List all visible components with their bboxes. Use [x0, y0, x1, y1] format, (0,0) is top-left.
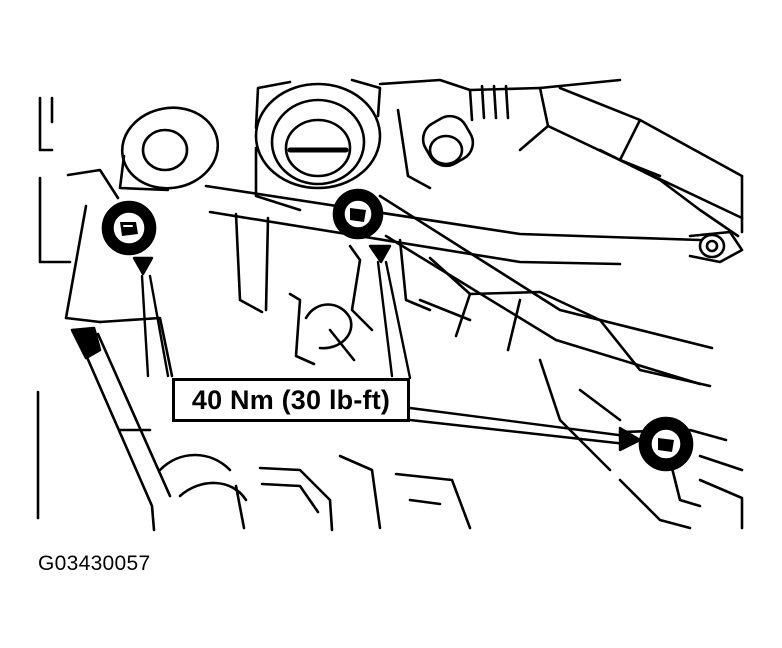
torque-callout-box: 40 Nm (30 lb-ft)	[172, 378, 410, 422]
arrow-to-center-bolt	[376, 260, 394, 378]
lower-left-casting	[70, 316, 472, 532]
arrow-to-center-bolt-side	[384, 260, 412, 380]
arrow-to-left-bolt-side	[148, 274, 170, 378]
callout-arrows	[132, 244, 642, 452]
arrow-head-center	[368, 244, 392, 264]
arrow-to-right-bolt	[408, 406, 628, 438]
bolt-center	[332, 188, 384, 240]
figure-id: G03430057	[38, 552, 151, 575]
center-mount-cylinder	[254, 78, 382, 212]
arrow-to-right-bolt-side	[408, 418, 628, 446]
upper-right-housing	[378, 78, 744, 238]
torque-label: 40 Nm (30 lb-ft)	[191, 384, 391, 415]
arrow-head-right	[618, 426, 642, 452]
lower-right-structure	[538, 358, 744, 530]
upper-left-bushing	[118, 106, 220, 192]
arrow-head-left	[132, 256, 154, 276]
center-linkage	[234, 212, 472, 366]
bolt-left	[101, 200, 157, 256]
bolt-right	[638, 416, 694, 472]
left-frame-lines	[36, 96, 120, 520]
bracket-arm	[204, 184, 744, 388]
arrow-to-left-bolt	[140, 274, 150, 378]
